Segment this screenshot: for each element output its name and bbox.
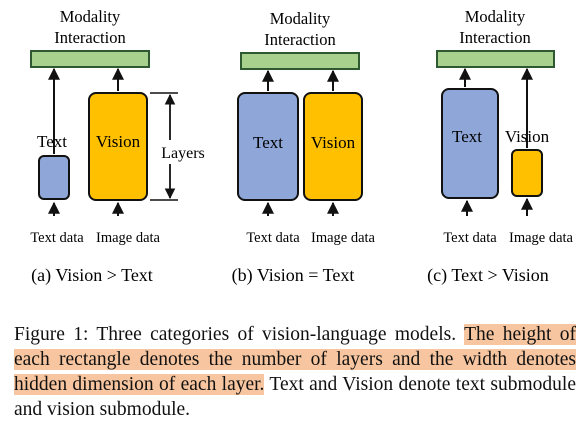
image-data-label: Image data <box>96 230 161 246</box>
modality-label-line2: Interaction <box>459 28 530 47</box>
vision-label: Vision <box>311 133 356 152</box>
modality-label-line1: Modality <box>60 7 121 26</box>
panel-c: Modality Interaction Text Vision Text da… <box>427 7 573 286</box>
figure-caption: Figure 1: Three categories of vision-lan… <box>14 322 576 422</box>
caption-suffix: Text and Vision denote text submodule an… <box>14 374 576 420</box>
modality-label-line2: Interaction <box>54 28 125 47</box>
text-label: Text <box>452 127 482 146</box>
text-box <box>441 88 499 199</box>
panel-b: Modality Interaction Text Vision Text da… <box>232 9 376 286</box>
modality-label-line2: Interaction <box>264 30 335 49</box>
interaction-bar <box>436 50 555 68</box>
caption-prefix: Figure 1: Three categories of vision-lan… <box>14 324 465 345</box>
text-box <box>38 155 70 200</box>
vision-box <box>88 92 148 201</box>
modality-label-line1: Modality <box>465 7 526 26</box>
panel-subtitle: (b) Vision = Text <box>232 265 355 286</box>
text-label: Text <box>37 132 67 151</box>
vision-box <box>511 149 543 197</box>
vision-box <box>303 92 363 201</box>
panel-a: Modality Interaction Text Vision Layers … <box>30 7 205 286</box>
interaction-bar <box>30 50 150 68</box>
text-box <box>237 92 299 201</box>
panel-subtitle: (a) Vision > Text <box>31 265 153 286</box>
text-label: Text <box>253 133 283 152</box>
layers-label: Layers <box>161 145 205 162</box>
image-data-label: Image data <box>509 230 574 246</box>
text-data-label: Text data <box>443 230 497 246</box>
image-data-label: Image data <box>311 230 376 246</box>
vision-label: Vision <box>96 132 141 151</box>
modality-label-line1: Modality <box>270 9 331 28</box>
text-data-label: Text data <box>246 230 300 246</box>
vision-language-figure: Modality Interaction Text Vision Layers … <box>30 7 574 286</box>
interaction-bar <box>240 52 360 70</box>
text-data-label: Text data <box>30 230 84 246</box>
vision-label: Vision <box>505 127 550 146</box>
panel-subtitle: (c) Text > Vision <box>427 265 549 286</box>
